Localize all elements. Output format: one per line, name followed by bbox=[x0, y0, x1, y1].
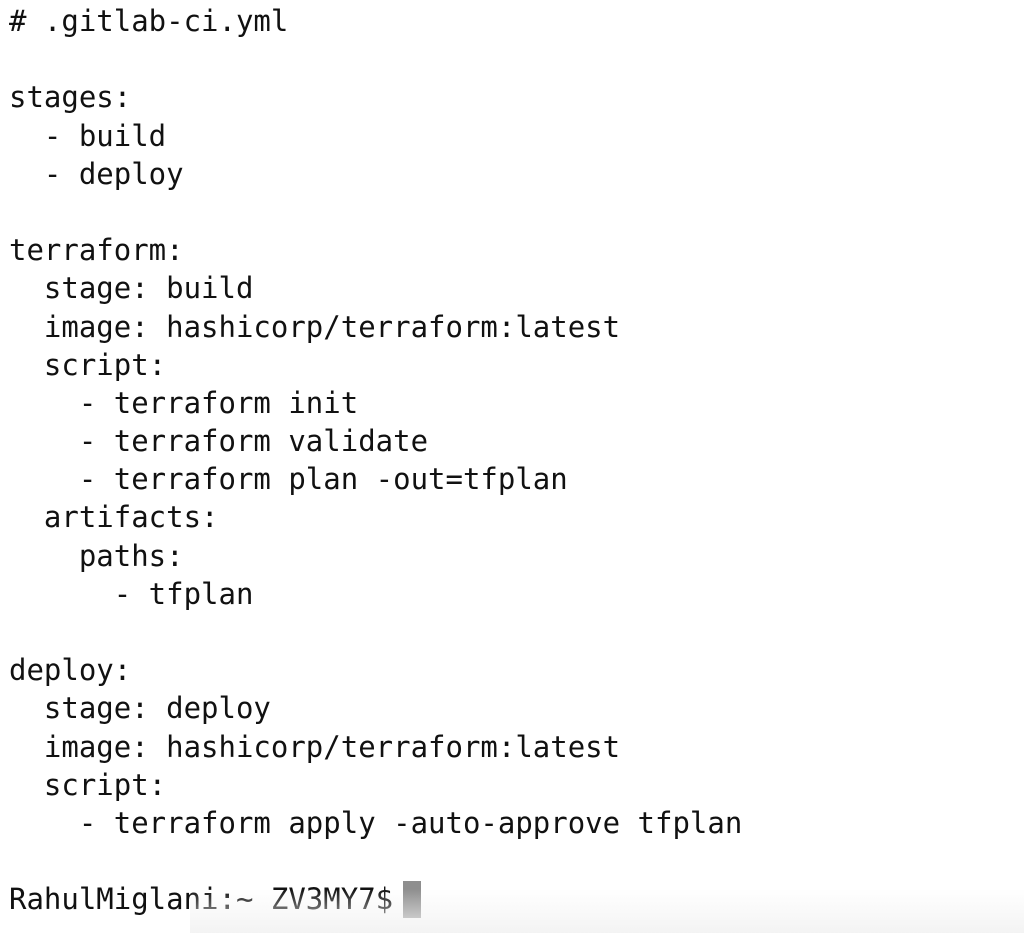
terminal-line: script: bbox=[9, 347, 167, 382]
terminal-line: - tfplan bbox=[9, 576, 254, 611]
text-cursor bbox=[403, 880, 422, 918]
terminal-line: paths: bbox=[9, 538, 184, 573]
terminal-line: stage: build bbox=[9, 271, 254, 306]
terminal-line: - deploy bbox=[9, 156, 184, 191]
terminal-line: - build bbox=[9, 118, 167, 153]
terminal-line bbox=[9, 613, 1024, 651]
terminal-line: # .gitlab-ci.yml bbox=[9, 4, 289, 38]
terminal-line: - terraform plan -out=tfplan bbox=[9, 462, 568, 497]
terminal-line: - terraform apply -auto-approve tfplan bbox=[9, 805, 743, 840]
terminal-line: image: hashicorp/terraform:latest bbox=[9, 729, 621, 764]
terminal-line bbox=[9, 40, 1024, 78]
terminal-line: stage: deploy bbox=[9, 691, 271, 726]
terminal-line: - terraform init bbox=[9, 385, 359, 420]
terminal-output: # .gitlab-ci.yml stages: - build - deplo… bbox=[9, 2, 1024, 919]
terminal-line bbox=[9, 193, 1024, 231]
shell-prompt-line[interactable]: RahulMiglani:~ ZV3MY7$ bbox=[9, 880, 1024, 918]
terminal-line: stages: bbox=[9, 80, 132, 115]
terminal-line: - terraform validate bbox=[9, 424, 429, 459]
terminal-line: script: bbox=[9, 767, 167, 802]
shell-prompt: RahulMiglani:~ ZV3MY7$ bbox=[9, 882, 394, 917]
terminal-line: terraform: bbox=[9, 233, 184, 268]
terminal-line: deploy: bbox=[9, 653, 132, 688]
terminal-line: image: hashicorp/terraform:latest bbox=[9, 309, 621, 344]
terminal-line: artifacts: bbox=[9, 500, 219, 535]
terminal-line bbox=[9, 842, 1024, 880]
